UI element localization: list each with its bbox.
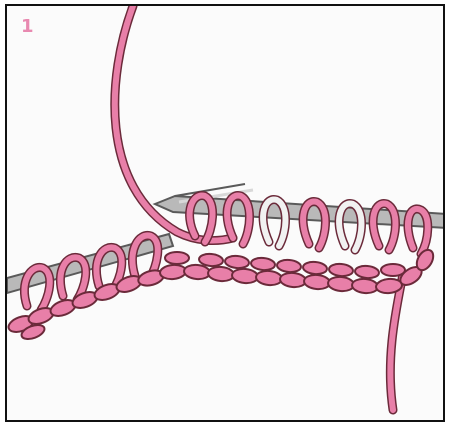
knitting-illustration [7, 6, 445, 422]
stitches-on-right-needle [190, 195, 428, 254]
illustration-frame: 1 [5, 4, 445, 422]
